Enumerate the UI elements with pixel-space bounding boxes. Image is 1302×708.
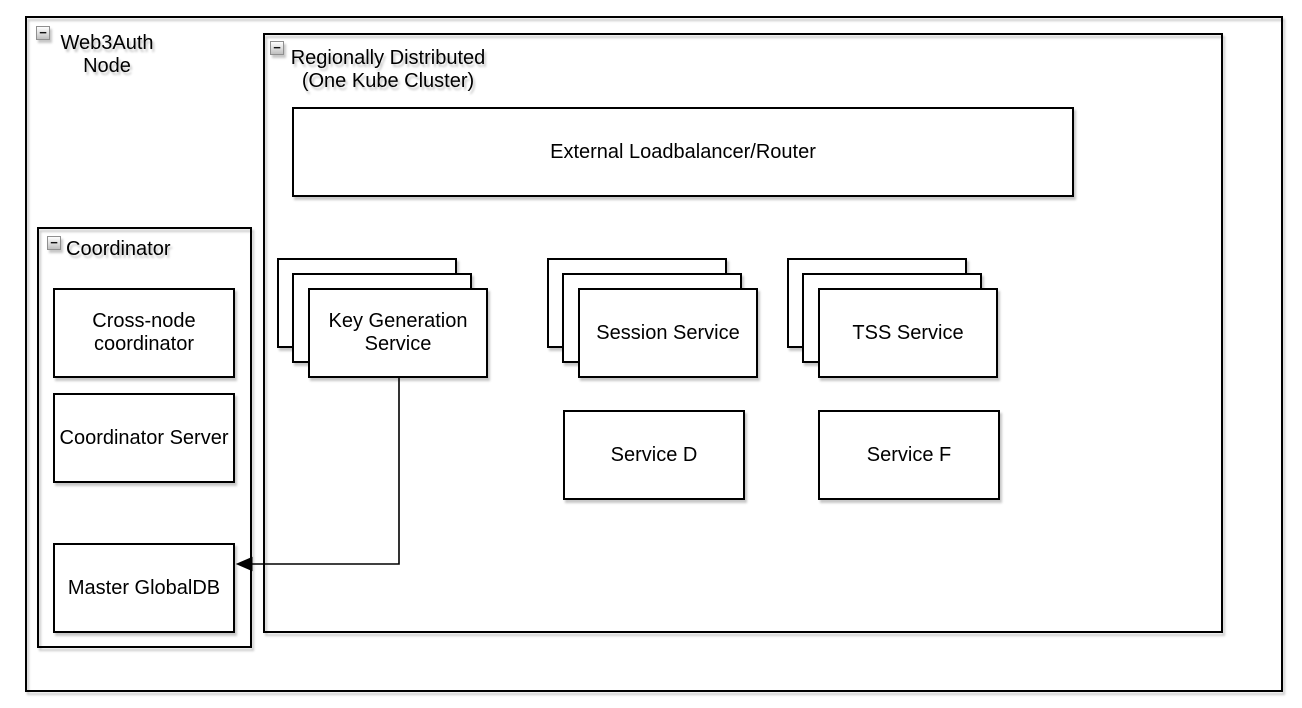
collapse-icon-regional[interactable]: − [270,41,284,55]
box-service-f[interactable]: Service F [818,410,1000,500]
box-session-service[interactable]: Session Service [578,288,758,378]
container-web3auth-node[interactable]: − Web3Auth Node [25,16,1283,692]
minus-icon: − [39,24,47,40]
container-title-coordinator: Coordinator [66,238,171,260]
minus-icon: − [273,39,281,55]
box-service-d[interactable]: Service D [563,410,745,500]
box-label: TSS Service [852,321,964,344]
container-title-regional: Regionally Distributed (One Kube Cluster… [290,47,486,92]
collapse-icon-web3auth[interactable]: − [36,26,50,40]
box-label: Coordinator Server [59,426,229,449]
box-label: Master GlobalDB [67,576,221,599]
minus-icon: − [50,234,58,250]
box-label: Cross-node coordinator [92,310,196,355]
box-label: Session Service [596,321,740,344]
box-key-generation-service[interactable]: Key Generation Service [308,288,488,378]
box-label: Service F [866,443,952,466]
box-label: Key Generation Service [328,310,468,355]
box-external-loadbalancer-router[interactable]: External Loadbalancer/Router [292,107,1074,197]
collapse-icon-coordinator[interactable]: − [47,236,61,250]
box-label: External Loadbalancer/Router [550,140,816,163]
container-title-web3auth: Web3Auth Node [60,32,154,77]
box-cross-node-coordinator[interactable]: Cross-node coordinator [53,288,235,378]
box-master-globaldb[interactable]: Master GlobalDB [53,543,235,633]
container-regionally-distributed[interactable]: − Regionally Distributed (One Kube Clust… [263,33,1223,633]
box-tss-service[interactable]: TSS Service [818,288,998,378]
box-coordinator-server[interactable]: Coordinator Server [53,393,235,483]
box-label: Service D [610,443,698,466]
